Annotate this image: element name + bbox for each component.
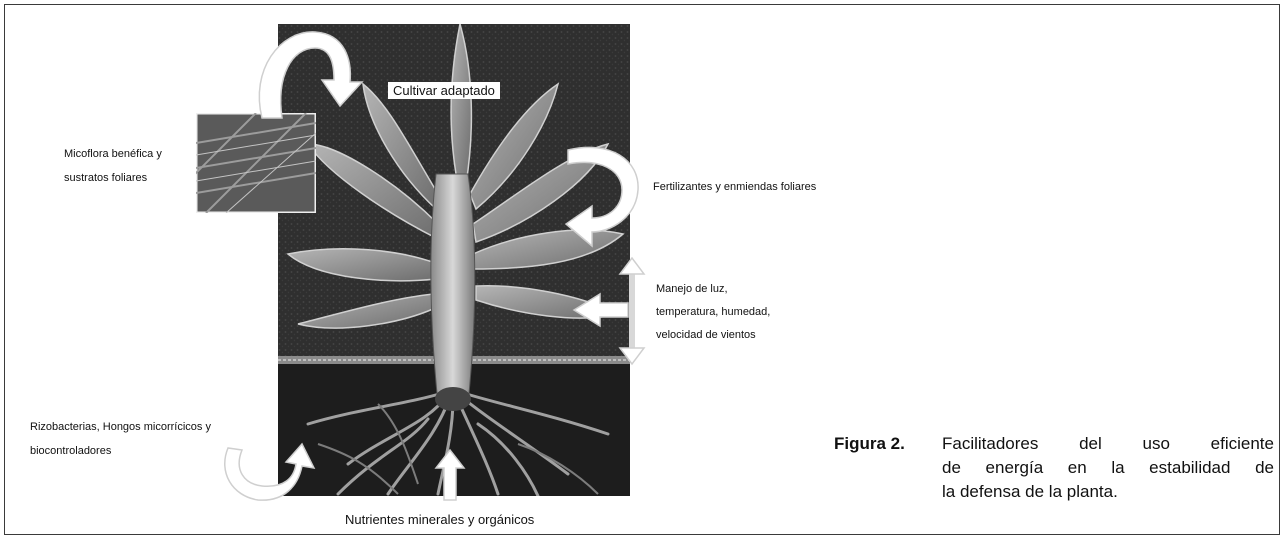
arrow-rizobacterias bbox=[225, 444, 314, 500]
arrow-micoflora bbox=[259, 32, 362, 118]
caption-line: Facilitadores del uso eficiente bbox=[942, 432, 1274, 456]
label-micoflora: Micoflora benéfica y sustratos foliares bbox=[64, 145, 162, 187]
arrow-fertilizantes bbox=[566, 147, 638, 246]
label-manejo-line2: temperatura, humedad, bbox=[656, 303, 770, 321]
diagram: Cultivar adaptado Micoflora benéfica y s… bbox=[0, 0, 900, 539]
label-micoflora-line2: sustratos foliares bbox=[64, 169, 162, 187]
label-rizobacterias-line2: biocontroladores bbox=[30, 442, 211, 460]
caption-number: Figura 2. bbox=[834, 432, 905, 456]
label-micoflora-line1: Micoflora benéfica y bbox=[64, 145, 162, 163]
label-rizobacterias-line1: Rizobacterias, Hongos micorrícicos y bbox=[30, 418, 211, 436]
arrow-nutrientes bbox=[436, 450, 464, 500]
label-manejo-line3: velocidad de vientos bbox=[656, 326, 770, 344]
label-cultivar: Cultivar adaptado bbox=[388, 82, 500, 99]
label-fertilizantes: Fertilizantes y enmiendas foliares bbox=[653, 178, 816, 196]
label-rizobacterias: Rizobacterias, Hongos micorrícicos y bio… bbox=[30, 418, 211, 460]
caption-text: Facilitadores del uso eficiente de energ… bbox=[942, 432, 1274, 504]
arrow-manejo bbox=[574, 294, 628, 326]
label-manejo-line1: Manejo de luz, bbox=[656, 280, 770, 298]
label-manejo: Manejo de luz, temperatura, humedad, vel… bbox=[656, 280, 770, 344]
caption-line: de energía en la estabilidad de bbox=[942, 456, 1274, 480]
label-nutrientes: Nutrientes minerales y orgánicos bbox=[345, 512, 534, 528]
caption-line: la defensa de la planta. bbox=[942, 480, 1274, 504]
